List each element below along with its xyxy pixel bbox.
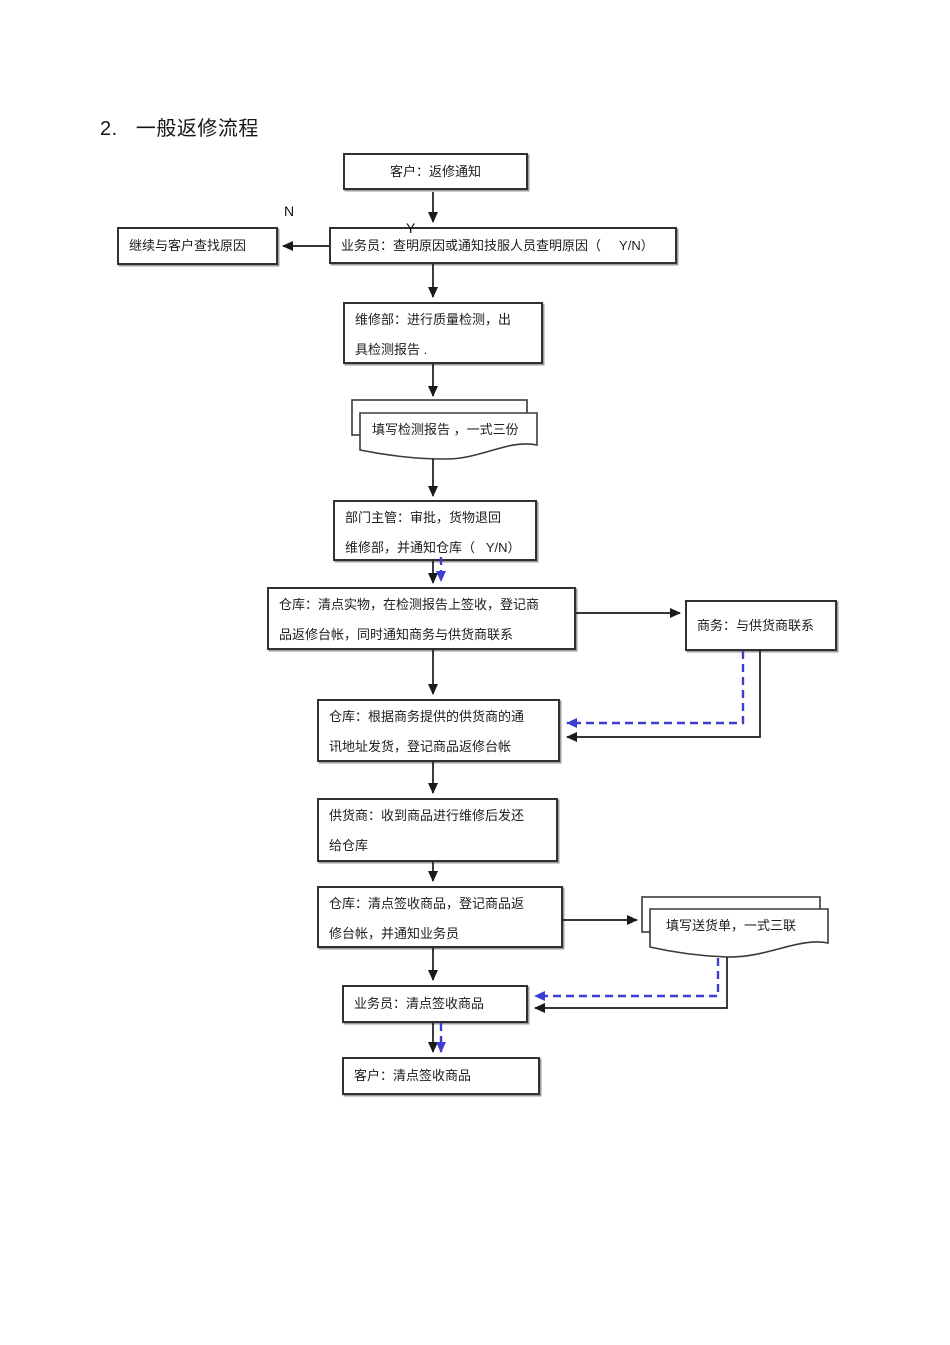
node-text: 维修部：进行质量检测，出 xyxy=(355,312,512,327)
flow-node-dept-head-approve: 部门主管：审批，货物退回 维修部，并通知仓库（ Y/N） xyxy=(333,500,537,561)
branch-label-n: N xyxy=(284,203,295,219)
flow-node-business-contact-supplier: 商务：与供货商联系 xyxy=(685,600,837,651)
node-text: 客户：清点签收商品 xyxy=(354,1068,472,1083)
flow-node-continue-find-cause: 继续与客户查找原因 xyxy=(117,227,278,265)
flow-node-supplier-repair-return: 供货商：收到商品进行维修后发还 给仓库 xyxy=(317,798,558,862)
flow-node-salesman-receive: 业务员：清点签收商品 xyxy=(342,985,528,1023)
node-text: 部门主管：审批，货物退回 xyxy=(345,510,502,525)
node-text: 给仓库 xyxy=(329,838,369,853)
section-heading: 2. 一般返修流程 xyxy=(100,118,259,140)
node-text: 仓库：清点签收商品，登记商品返 xyxy=(329,896,525,911)
flow-node-warehouse-check-sign: 仓库：清点签收商品，登记商品返 修台帐，并通知业务员 xyxy=(317,886,563,948)
connector-business-to-warehouse-ship xyxy=(566,651,761,742)
dashed-connector-delivery-doc-to-salesman xyxy=(534,958,720,1001)
node-text: 客户：返修通知 xyxy=(389,163,481,179)
flow-node-repair-dept-test: 维修部：进行质量检测，出 具检测报告 . xyxy=(343,302,543,364)
node-text: 仓库：根据商务提供的供货商的通 xyxy=(329,709,525,724)
node-text: 具检测报告 . xyxy=(355,342,428,357)
dashed-connector-business-to-warehouse-ship xyxy=(566,651,745,728)
node-text: 品返修台帐，同时通知商务与供货商联系 xyxy=(279,627,514,642)
flow-node-salesman-check: 业务员：查明原因或通知技服人员查明原因（ Y/N） xyxy=(329,227,677,264)
flow-node-warehouse-receive: 仓库：清点实物，在检测报告上签收，登记商 品返修台帐，同时通知商务与供货商联系 xyxy=(267,587,576,650)
flow-node-warehouse-ship: 仓库：根据商务提供的供货商的通 讯地址发货，登记商品返修台帐 xyxy=(317,699,560,762)
node-text: 维修部，并通知仓库（ Y/N） xyxy=(345,540,521,555)
connector-delivery-doc-to-salesman xyxy=(534,957,728,1013)
flow-node-customer-receive: 客户：清点签收商品 xyxy=(342,1057,540,1095)
node-text: 供货商：收到商品进行维修后发还 xyxy=(329,808,525,823)
node-text: 继续与客户查找原因 xyxy=(129,238,247,253)
flow-node-customer-notice: 客户：返修通知 xyxy=(343,153,528,190)
node-text: 业务员：查明原因或通知技服人员查明原因（ Y/N） xyxy=(341,237,654,253)
node-text: 商务：与供货商联系 xyxy=(697,617,815,633)
doc-label-test-report: 填写检测报告 ，一式三份 xyxy=(372,422,519,437)
node-text: 修台帐，并通知业务员 xyxy=(329,926,460,941)
doc-label-delivery-note: 填写送货单，一式三联 xyxy=(666,918,797,933)
node-text: 讯地址发货，登记商品返修台帐 xyxy=(329,739,512,754)
node-text: 业务员：清点签收商品 xyxy=(354,996,485,1011)
node-text: 仓库：清点实物，在检测报告上签收，登记商 xyxy=(279,597,540,612)
branch-label-y: Y xyxy=(406,220,416,236)
